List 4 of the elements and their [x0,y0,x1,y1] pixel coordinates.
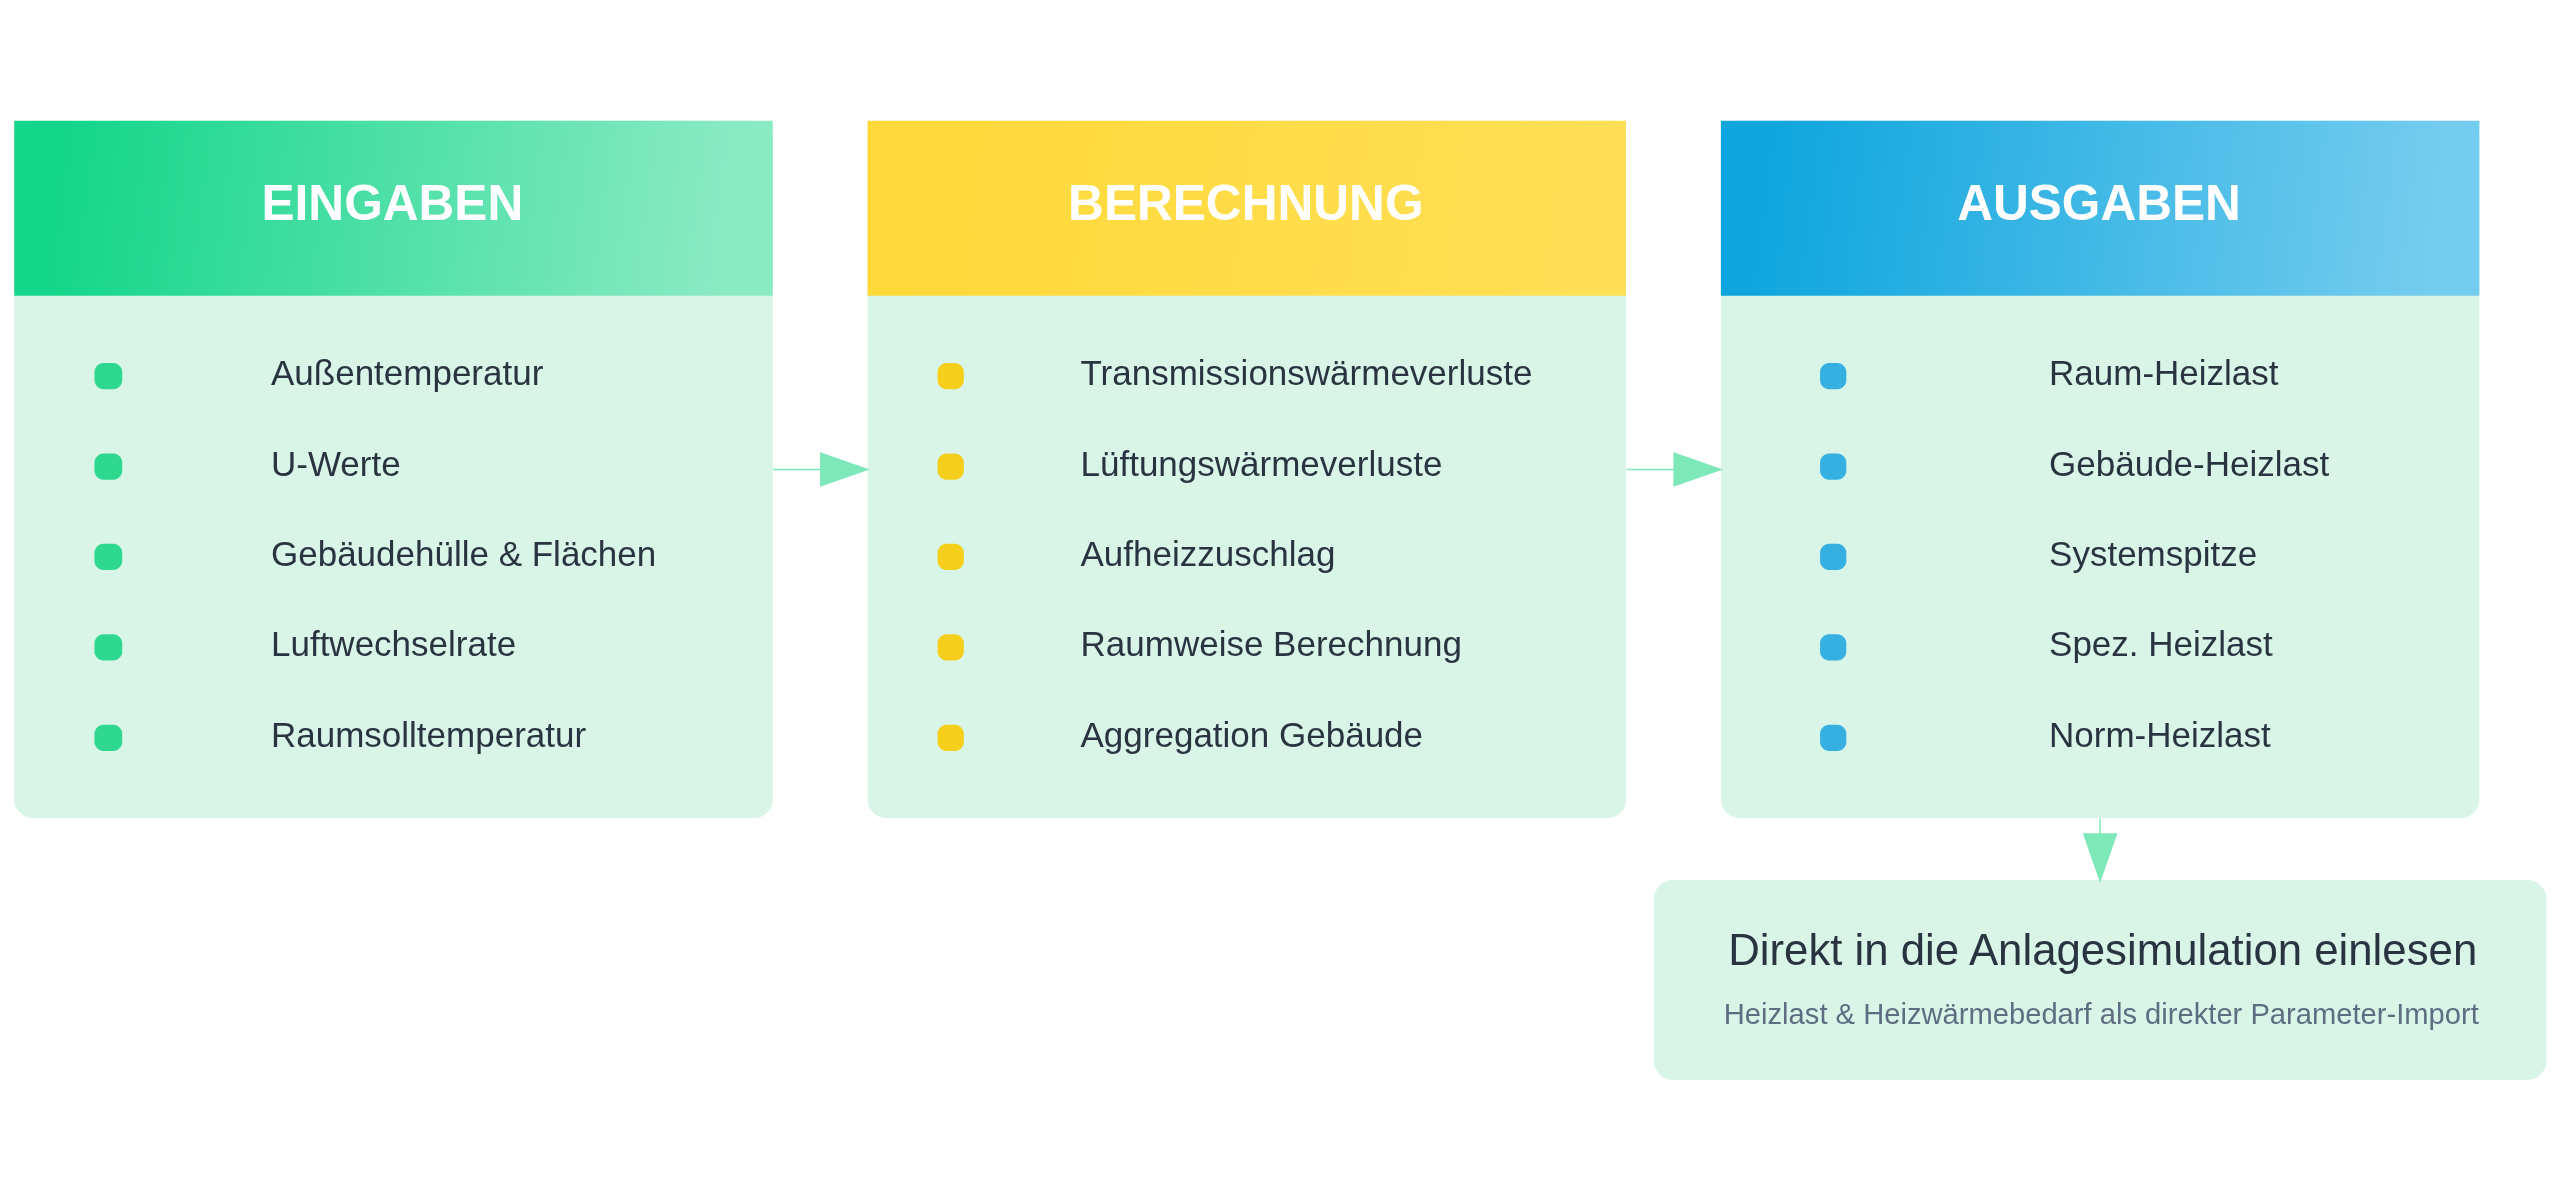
arrow [2082,817,2118,883]
node-box: Direkt in die Anlagesimulation einlesen Heizlast & Heizwärmebedarf als direkter Parameter-Import [1653,880,2547,1080]
arrow [772,452,870,487]
arrow [1625,452,1723,487]
